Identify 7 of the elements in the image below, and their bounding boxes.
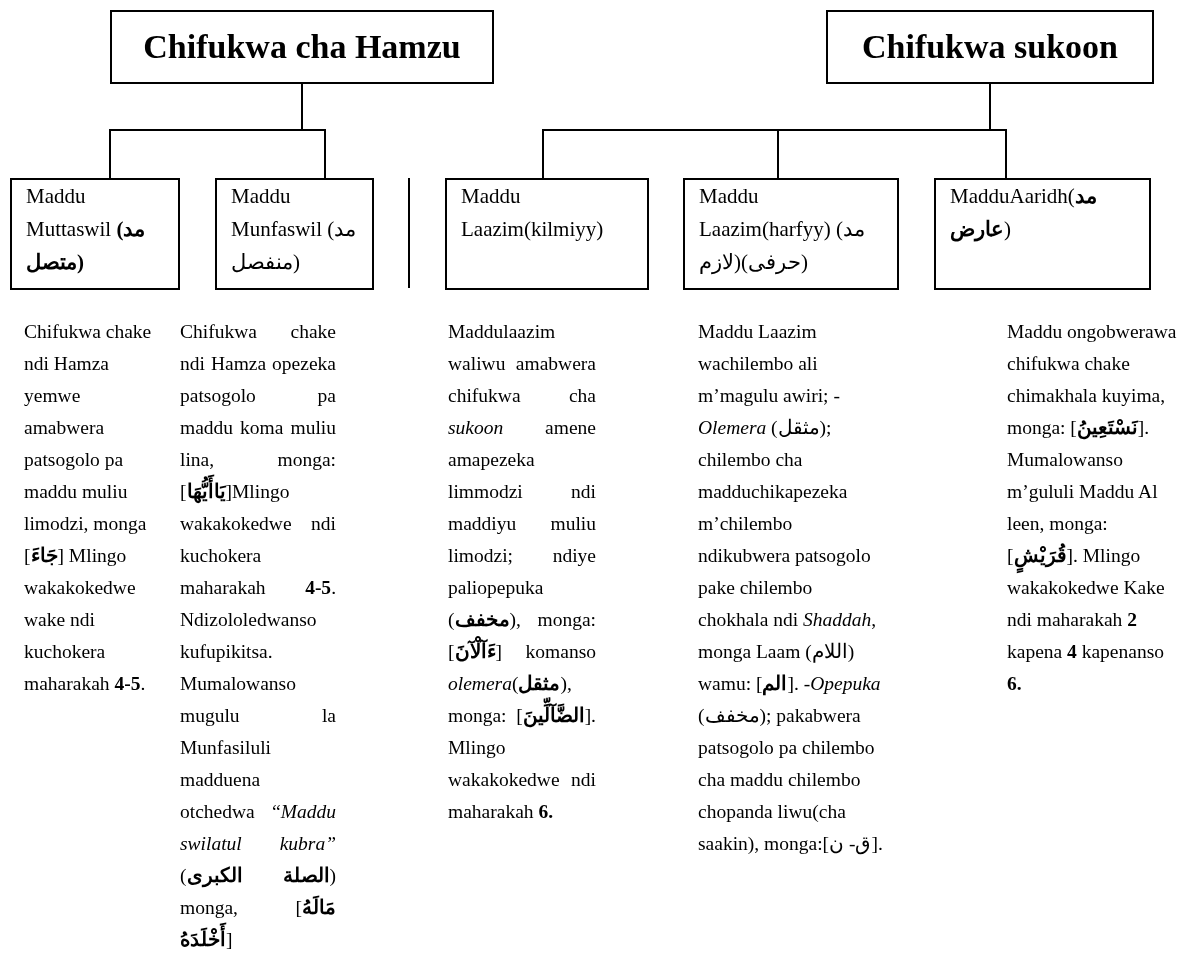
connector-line [989,83,1007,179]
category-box: Maddu Laazim(harfyy) (مد لازم)(حرفى) [683,178,899,290]
category-box: Maddu Laazim(kilmiyy) [445,178,649,290]
heading-box: Chifukwa sukoon [826,10,1154,84]
connector-line [301,83,326,179]
heading-box: Chifukwa cha Hamzu [110,10,494,84]
category-box: Maddu Munfaswil (مد منفصل) [215,178,374,290]
